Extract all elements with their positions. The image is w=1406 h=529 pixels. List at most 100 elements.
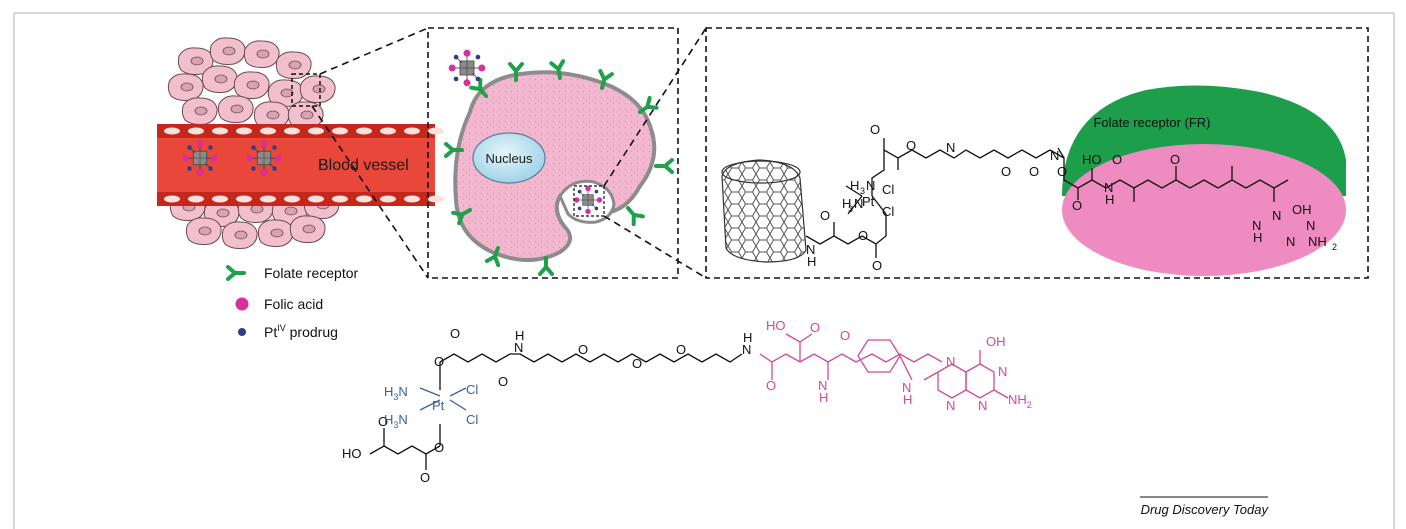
upper-molecule-structure [805,138,1289,258]
atom-label: N [978,398,987,413]
endothelial-cell [260,127,276,135]
zoom-box-cell [573,185,605,217]
endothelial-cell [428,127,444,135]
atom-label: HO [766,318,786,333]
atom-label: O [434,440,444,455]
blood-vessel-label: Blood vessel [318,157,409,174]
lower-molecule-atoms: O O N H O O O O N H O O O HO [342,326,752,485]
endothelial-cell [284,127,300,135]
atom-label: 2 [1332,242,1337,252]
atom-label: N [1306,218,1315,233]
atom-label: Cl [466,412,478,427]
legend-folic-acid-icon [235,297,249,311]
atom-label: O [766,378,776,393]
atom-label: Pt [432,398,445,413]
atom-label: N [946,354,955,369]
atom-label: O [1112,152,1122,167]
molecule-panel [705,27,1369,279]
endothelial-cell [428,195,444,203]
atom-label: Cl [466,382,478,397]
atom-label: O [1072,198,1082,213]
blood-vessel [157,124,444,206]
atom-label: O [578,342,588,357]
atom-label: O [498,374,508,389]
atom-label: Cl [882,182,894,197]
folic-acid-atoms: HO O O O N H N H N N OH N N NH2 [766,318,1032,413]
atom-label: O [378,414,388,429]
endothelial-cell [356,127,372,135]
atom-label: NH2 [1008,392,1032,410]
endothelial-cell [188,127,204,135]
endothelial-cell [332,195,348,203]
atom-label: H [515,328,524,343]
figure-border [13,12,1395,529]
atom-label: Pt [862,194,875,209]
atom-label: O [820,208,830,223]
folate-receptor-fr-label: Folate receptor (FR) [1093,115,1210,130]
atom-label: NH [1308,234,1327,249]
atom-label: O [870,122,880,137]
atom-label: N [806,242,815,257]
atom-label: OH [986,334,1006,349]
nucleus-label: Nucleus [486,151,533,166]
legend: Folate receptor Folic acid PtIV prodrug [226,265,358,340]
endothelial-cell [404,195,420,203]
atom-label: O [840,328,850,343]
legend-pt-prodrug-label: PtIV prodrug [264,323,338,340]
atom-label: N [1050,148,1059,163]
atom-label: 3 [860,186,865,196]
endothelial-cell [260,195,276,203]
atom-label: H [842,196,851,211]
legend-pt-prodrug-icon [238,328,246,336]
credit-text: Drug Discovery Today [1141,502,1270,517]
endothelial-cell [380,195,396,203]
atom-label: Cl [882,204,894,219]
atom-label: N [1104,180,1113,195]
atom-label: O [872,258,882,273]
endothelial-cell [212,127,228,135]
atom-label: H [1253,230,1262,245]
endothelial-cell [164,127,180,135]
endothelial-cell [236,195,252,203]
endothelial-cell [332,127,348,135]
atom-label: O [632,356,642,371]
atom-label: O [1057,164,1067,179]
atom-label: H3N [384,384,408,402]
atom-label: N [866,178,875,193]
cell-panel [427,27,679,279]
legend-folate-receptor-icon [226,265,246,281]
atom-label: HO [342,446,362,461]
endothelial-cell [188,195,204,203]
carbon-nanotube [721,159,807,263]
zoom-line [603,27,707,187]
zoom-line [603,215,707,279]
lower-molecule-structure [369,333,1009,470]
endothelial-cell [308,195,324,203]
atom-label: N [854,196,863,211]
atom-label: O [420,470,430,485]
atom-label: N [1286,234,1295,249]
endothelial-cell [308,127,324,135]
endothelial-cell [284,195,300,203]
atom-label: N [818,378,827,393]
atom-label: N [1272,208,1281,223]
zoom-line [311,105,429,279]
folate-receptor-fr [1062,85,1346,276]
legend-folate-receptor-label: Folate receptor [264,265,358,281]
endothelial-cell [236,127,252,135]
upper-molecule-atoms: O O N O O O N O HO O N H O N H N OH N NH… [806,122,1337,273]
atom-label: H [903,392,912,407]
atom-label: O [810,320,820,335]
atom-label: O [676,342,686,357]
atom-label: H [743,330,752,345]
endothelial-cell [164,195,180,203]
atom-label: N [514,340,523,355]
atom-label: H [819,390,828,405]
atom-label: N [998,364,1007,379]
atom-label: H [850,178,859,193]
nucleus [472,132,546,184]
endothelial-cell [404,127,420,135]
atom-label: 3 [848,204,853,214]
atom-label: N [946,398,955,413]
